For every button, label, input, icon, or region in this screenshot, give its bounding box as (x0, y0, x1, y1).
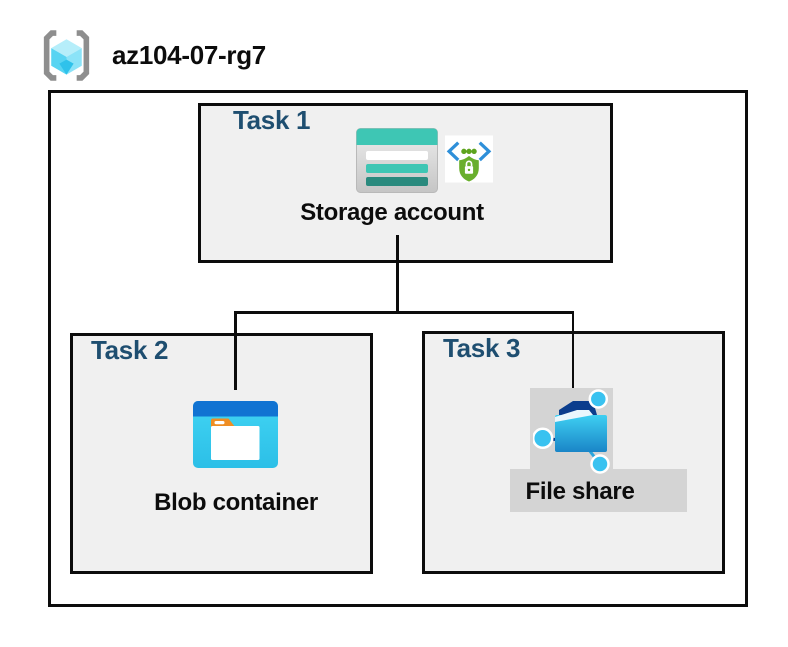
secure-endpoint-icon (445, 135, 493, 183)
task2-label: Task 2 (91, 335, 169, 365)
storage-account-icon (356, 128, 438, 193)
azure-resource-group-icon (43, 30, 90, 81)
connector-to-blob-container (234, 311, 237, 390)
file-share-label-highlight (510, 469, 687, 512)
resource-group-name: az104-07-rg7 (112, 40, 266, 70)
blob-container-icon (193, 401, 278, 468)
task1-label: Task 1 (233, 105, 311, 135)
connector-storage-stem (396, 235, 399, 312)
blob-container-label: Blob container (154, 489, 318, 516)
connector-branch (234, 311, 574, 314)
file-share-label: File share (525, 478, 635, 505)
file-share-icon (533, 389, 610, 474)
task3-label: Task 3 (443, 333, 521, 363)
storage-account-label: Storage account (300, 199, 484, 226)
connector-to-file-share (571, 311, 574, 390)
